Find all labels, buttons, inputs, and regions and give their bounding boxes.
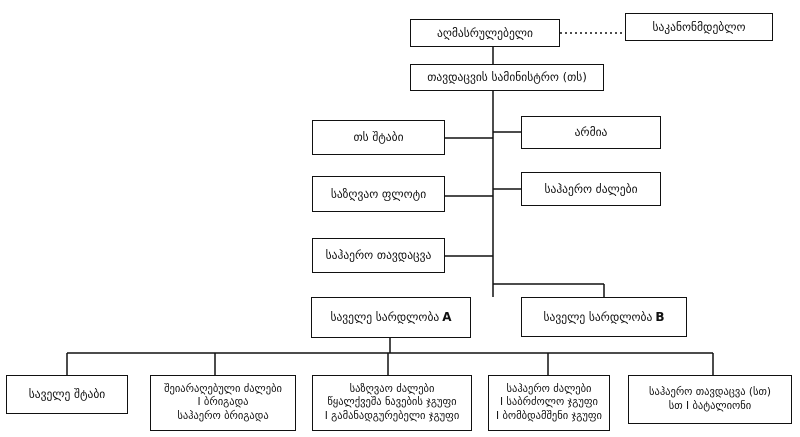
air-defense-unit-title: საჰაერო თავდაცვა (სთ)	[649, 385, 771, 398]
legislative-label: საკანონმდებლო	[652, 19, 746, 34]
air-defense-unit-box: საჰაერო თავდაცვა (სთ) სთ I ბატალიონი	[628, 375, 792, 424]
air-defense-box: საჰაერო თავდაცვა	[312, 238, 445, 273]
command-b-suffix: B	[655, 309, 665, 324]
air-forces-line-2: I ბომბდამშენი ჯგუფი	[496, 409, 602, 422]
staff-label: თს შტაბი	[353, 130, 404, 145]
navy-label: საზღვაო ფლოტი	[330, 186, 427, 201]
army-box: არმია	[521, 116, 661, 149]
naval-forces-box: საზღვაო ძალები წყალქვეშა ნავების ჯგუფი I…	[312, 375, 472, 431]
executive-box: აღმასრულებელი	[410, 19, 560, 47]
navy-box: საზღვაო ფლოტი	[312, 176, 445, 212]
air-forces-box: საჰაერო ძალები I საბრძოლო ჯგუფი I ბომბდა…	[488, 375, 610, 431]
field-staff-label: საველე შტაბი	[28, 387, 106, 402]
command-a-suffix: A	[442, 310, 452, 324]
naval-forces-line-1: წყალქვეშა ნავების ჯგუფი	[327, 396, 457, 409]
naval-forces-title: საზღვაო ძალები	[349, 382, 435, 395]
staff-box: თს შტაბი	[312, 120, 445, 155]
air-forces-title: საჰაერო ძალები	[506, 382, 592, 395]
command-a-label: საველე სარდლობა	[330, 310, 440, 325]
armed-units-box: შეიარაღებული ძალები I ბრიგადა საჰაერო ბრ…	[150, 375, 296, 431]
ministry-label: თავდაცვის სამინისტრო (თს)	[427, 70, 587, 85]
executive-label: აღმასრულებელი	[437, 25, 533, 40]
air-defense-unit-line-1: სთ I ბატალიონი	[668, 399, 752, 412]
field-staff-box: საველე შტაბი	[6, 375, 128, 414]
army-label: არმია	[574, 125, 608, 140]
ministry-box: თავდაცვის სამინისტრო (თს)	[410, 64, 604, 91]
armed-units-line-2: საჰაერო ბრიგადა	[177, 409, 269, 422]
air-force-box: საჰაერო ძალები	[521, 172, 661, 206]
armed-units-line-1: I ბრიგადა	[197, 396, 249, 409]
command-b-label: საველე სარდლობა	[543, 309, 653, 324]
air-force-label: საჰაერო ძალები	[544, 181, 638, 196]
air-forces-line-1: I საბრძოლო ჯგუფი	[499, 396, 598, 409]
command-a-box: საველე სარდლობა A	[311, 297, 471, 338]
legislative-box: საკანონმდებლო	[625, 13, 773, 41]
armed-units-title: შეიარაღებული ძალები	[164, 382, 282, 395]
naval-forces-line-2: I გამანადგურებელი ჯგუფი	[324, 409, 460, 422]
air-defense-label: საჰაერო თავდაცვა	[325, 248, 432, 263]
command-b-box: საველე სარდლობა B	[521, 297, 687, 337]
